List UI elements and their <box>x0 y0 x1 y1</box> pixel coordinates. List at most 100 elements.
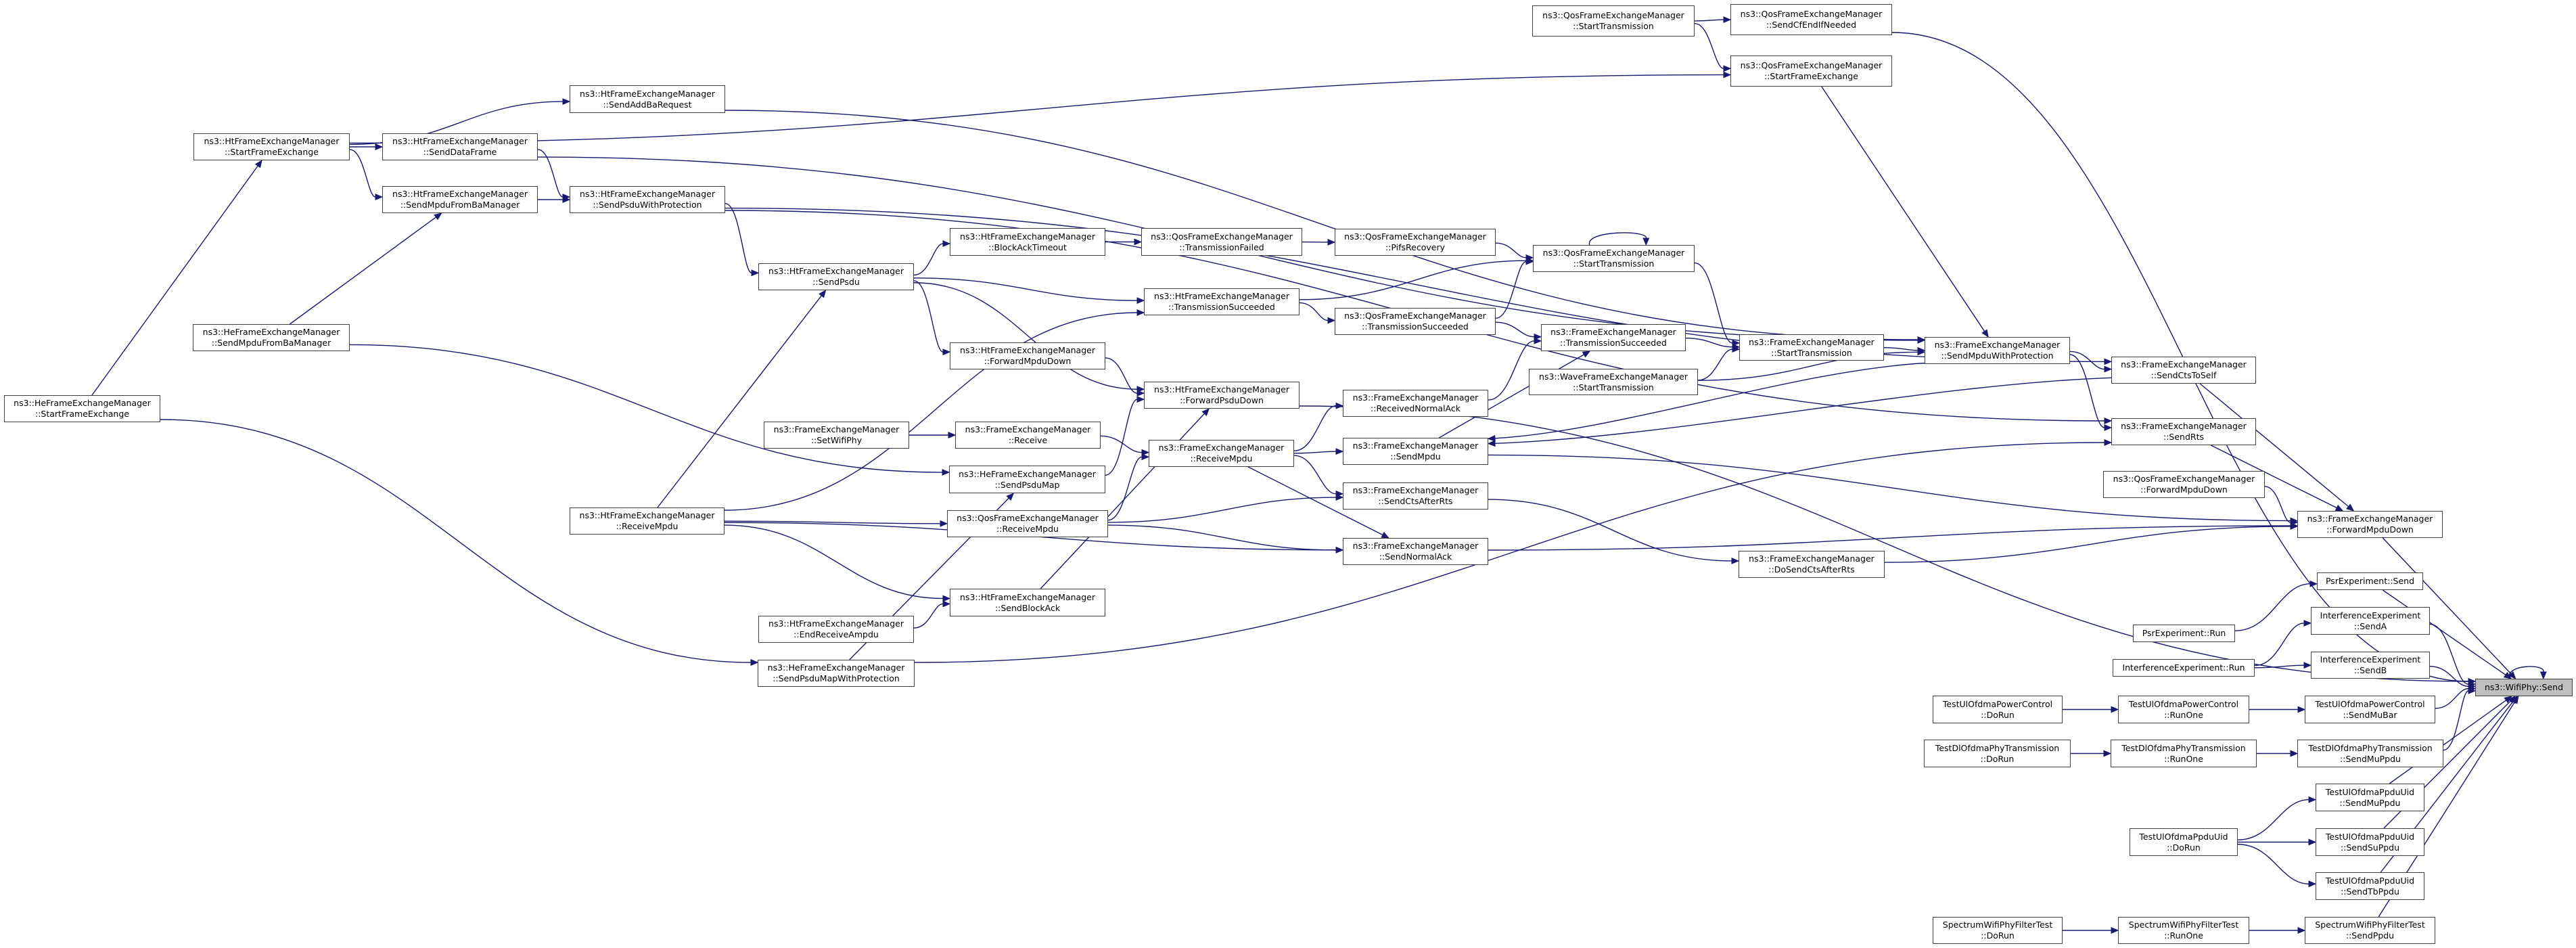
graph-node-send-cf-end-if-needed[interactable]: ns3::QosFrameExchangeManager::SendCfEndI… <box>1730 4 1892 35</box>
graph-node-uid-send-tb-ppdu[interactable]: TestUlOfdmaPpduUid::SendTbPpdu <box>2316 872 2424 900</box>
node-label-line: ns3::HtFrameExchangeManager <box>960 345 1095 355</box>
node-label-line: TestDlOfdmaPhyTransmission <box>2308 742 2433 753</box>
graph-node-ie-send-b[interactable]: InterferenceExperiment::SendB <box>2311 652 2430 679</box>
graph-node-dl-send-mu-ppdu[interactable]: TestDlOfdmaPhyTransmission::SendMuPpdu <box>2297 740 2443 767</box>
graph-node-qos-start-transmission-top[interactable]: ns3::QosFrameExchangeManager::StartTrans… <box>1532 5 1695 37</box>
node-label-line: ns3::QosFrameExchangeManager <box>1740 60 1883 70</box>
graph-node-ul-pc-do-run[interactable]: TestUlOfdmaPowerControl::DoRun <box>1933 696 2063 723</box>
graph-node-end-receive-ampdu[interactable]: ns3::HtFrameExchangeManager::EndReceiveA… <box>758 616 914 643</box>
arrowhead-icon <box>1534 337 1542 344</box>
graph-node-fem-start-transmission[interactable]: ns3::FrameExchangeManager::StartTransmis… <box>1739 334 1884 361</box>
arrowhead-icon <box>940 520 948 527</box>
graph-node-received-normal-ack[interactable]: ns3::FrameExchangeManager::ReceivedNorma… <box>1343 390 1488 417</box>
graph-node-send-add-ba-request[interactable]: ns3::HtFrameExchangeManager::SendAddBaRe… <box>570 85 725 113</box>
node-label-line: ::StartFrameExchange <box>225 147 319 157</box>
graph-node-fem-receive[interactable]: ns3::FrameExchangeManager::Receive <box>955 422 1101 449</box>
graph-node-he-start-frame-exchange[interactable]: ns3::HeFrameExchangeManager::StartFrameE… <box>4 395 160 422</box>
arrowhead-icon <box>2308 880 2317 888</box>
graph-node-forward-psdu-down[interactable]: ns3::HtFrameExchangeManager::ForwardPsdu… <box>1144 382 1300 409</box>
node-label-line: ::TransmissionSucceeded <box>1560 338 1667 348</box>
edge-uid-do-run-to-uid-send-tb-ppdu <box>2237 844 2309 884</box>
arrowhead-icon <box>2103 750 2112 757</box>
node-label-line: ::SendBlockAck <box>994 602 1061 613</box>
graph-node-do-send-cts-after-rts[interactable]: ns3::FrameExchangeManager::DoSendCtsAfte… <box>1739 551 1885 578</box>
graph-node-ht-forward-mpdu-down[interactable]: ns3::HtFrameExchangeManager::ForwardMpdu… <box>950 342 1105 369</box>
graph-node-transmission-failed[interactable]: ns3::QosFrameExchangeManager::Transmissi… <box>1141 228 1302 256</box>
graph-node-ie-send-a[interactable]: InterferenceExperiment::SendA <box>2311 607 2430 635</box>
graph-node-uid-send-mu-ppdu[interactable]: TestUlOfdmaPpduUid::SendMuPpdu <box>2316 784 2424 811</box>
edge-send-mpdu-to-fem-forward-mpdu-down <box>1488 454 2291 522</box>
node-label-line: ns3::HtFrameExchangeManager <box>768 618 904 629</box>
graph-node-pifs-recovery[interactable]: ns3::QosFrameExchangeManager::PifsRecove… <box>1335 229 1496 256</box>
node-label-line: ::SendSuPpdu <box>2340 842 2400 853</box>
graph-node-fem-forward-mpdu-down[interactable]: ns3::FrameExchangeManager::ForwardMpduDo… <box>2297 511 2443 538</box>
graph-node-ul-pc-send-mu-bar[interactable]: TestUlOfdmaPowerControl::SendMuBar <box>2305 696 2435 723</box>
graph-node-qos-forward-mpdu-down[interactable]: ns3::QosFrameExchangeManager::ForwardMpd… <box>2103 471 2265 498</box>
node-label-line: ::TransmissionFailed <box>1179 242 1264 252</box>
node-label-line: ns3::HtFrameExchangeManager <box>204 136 340 146</box>
graph-node-send-cts-to-self[interactable]: ns3::FrameExchangeManager::SendCtsToSelf <box>2111 357 2256 384</box>
node-label-line: ::SendAddBaRequest <box>603 99 692 110</box>
graph-node-ul-pc-run-one[interactable]: TestUlOfdmaPowerControl::RunOne <box>2118 696 2249 723</box>
graph-node-qos-receive-mpdu[interactable]: ns3::QosFrameExchangeManager::ReceiveMpd… <box>947 510 1108 537</box>
node-label-line: ::ForwardMpduDown <box>984 356 1072 366</box>
graph-node-ht-receive-mpdu[interactable]: ns3::HtFrameExchangeManager::ReceiveMpdu <box>570 507 724 535</box>
graph-node-send-psdu[interactable]: ns3::HtFrameExchangeManager::SendPsdu <box>758 263 914 290</box>
graph-node-send-mpdu[interactable]: ns3::FrameExchangeManager::SendMpdu <box>1343 438 1488 465</box>
graph-node-dl-run-one[interactable]: TestDlOfdmaPhyTransmission::RunOne <box>2111 740 2257 767</box>
graph-node-ie-run[interactable]: InterferenceExperiment::Run <box>2113 659 2255 677</box>
graph-node-fem-receive-mpdu[interactable]: ns3::FrameExchangeManager::ReceiveMpdu <box>1149 440 1294 467</box>
edge-qos-forward-mpdu-down-to-fem-forward-mpdu-down <box>2264 486 2291 523</box>
graph-node-send-psdu-map[interactable]: ns3::HeFrameExchangeManager::SendPsduMap <box>949 466 1105 493</box>
graph-node-send-block-ack[interactable]: ns3::HtFrameExchangeManager::SendBlockAc… <box>950 589 1105 616</box>
edge-do-send-cts-after-rts-to-fem-forward-mpdu-down <box>1884 526 2291 563</box>
arrowhead-icon <box>1327 239 1336 246</box>
edge-ul-pc-send-mu-bar-to-send <box>2435 687 2469 709</box>
node-label-line: TestUlOfdmaPpduUid <box>2325 831 2415 842</box>
graph-node-send-psdu-with-protection[interactable]: ns3::HtFrameExchangeManager::SendPsduWit… <box>570 186 725 213</box>
graph-node-dl-do-run[interactable]: TestDlOfdmaPhyTransmission::DoRun <box>1924 740 2071 767</box>
graph-node-spec-do-run[interactable]: SpectrumWifiPhyFilterTest::DoRun <box>1933 917 2063 944</box>
arrowhead-icon <box>434 212 442 221</box>
graph-node-send-mpdu-with-protection[interactable]: ns3::FrameExchangeManager::SendMpduWithP… <box>1925 337 2070 364</box>
graph-node-qos-start-transmission[interactable]: ns3::QosFrameExchangeManager::StartTrans… <box>1533 245 1695 272</box>
graph-node-send-psdu-map-with-protection[interactable]: ns3::HeFrameExchangeManager::SendPsduMap… <box>758 660 915 687</box>
graph-node-psr-send[interactable]: PsrExperiment::Send <box>2317 572 2423 590</box>
node-label-line: ::PifsRecovery <box>1385 242 1446 252</box>
edge-pifs-recovery-to-qos-start-transmission <box>1495 242 1527 258</box>
edge-send-psdu-to-ht-transmission-succeeded <box>913 277 1138 301</box>
node-label-line: TestUlOfdmaPowerControl <box>1942 698 2053 709</box>
graph-node-qos-transmission-succeeded[interactable]: ns3::QosFrameExchangeManager::Transmissi… <box>1335 308 1496 335</box>
arrowhead-icon <box>1136 297 1145 304</box>
graph-node-spec-send-ppdu[interactable]: SpectrumWifiPhyFilterTest::SendPpdu <box>2305 917 2435 944</box>
graph-node-ht-send-mpdu-from-ba-manager[interactable]: ns3::HtFrameExchangeManager::SendMpduFro… <box>382 186 538 213</box>
graph-node-send-normal-ack[interactable]: ns3::FrameExchangeManager::SendNormalAck <box>1343 538 1488 565</box>
arrowhead-icon <box>1006 493 1015 501</box>
graph-node-uid-do-run[interactable]: TestUlOfdmaPpduUid::DoRun <box>2130 828 2238 856</box>
graph-node-set-wifi-phy[interactable]: ns3::FrameExchangeManager::SetWifiPhy <box>764 422 909 449</box>
graph-node-psr-run[interactable]: PsrExperiment::Run <box>2133 625 2235 642</box>
edge-he-start-frame-exchange-to-ht-start-frame-exchange <box>91 165 258 396</box>
node-label-line: ::RunOne <box>2164 709 2203 720</box>
graph-node-qos-start-frame-exchange[interactable]: ns3::QosFrameExchangeManager::StartFrame… <box>1730 55 1892 87</box>
graph-node-spec-run-one[interactable]: SpectrumWifiPhyFilterTest::RunOne <box>2118 917 2249 944</box>
edge-fem-receive-mpdu-to-send-cts-after-rts <box>1293 455 1337 495</box>
graph-node-wave-start-transmission[interactable]: ns3::WaveFrameExchangeManager::StartTran… <box>1529 369 1698 395</box>
graph-node-send-rts[interactable]: ns3::FrameExchangeManager::SendRts <box>2111 418 2256 445</box>
edge-he-send-mpdu-from-ba-manager-to-ht-send-mpdu-from-ba-manager <box>289 217 436 325</box>
graph-node-block-ack-timeout[interactable]: ns3::HtFrameExchangeManager::BlockAckTim… <box>950 228 1105 256</box>
arrowhead-icon <box>1136 386 1145 393</box>
graph-node-ht-transmission-succeeded[interactable]: ns3::HtFrameExchangeManager::Transmissio… <box>1144 288 1300 315</box>
edge-qos-receive-mpdu-to-fem-receive-mpdu <box>1107 456 1143 521</box>
node-label-line: ::DoRun <box>1981 709 2015 720</box>
node-label-line: ns3::QosFrameExchangeManager <box>2113 474 2255 484</box>
graph-node-send-data-frame[interactable]: ns3::HtFrameExchangeManager::SendDataFra… <box>382 133 538 160</box>
node-label-line: ::SendPpdu <box>2345 930 2395 941</box>
graph-node-fem-transmission-succeeded[interactable]: ns3::FrameExchangeManager::TransmissionS… <box>1541 324 1686 351</box>
node-label-line: InterferenceExperiment::Run <box>2122 662 2245 673</box>
graph-node-send-cts-after-rts[interactable]: ns3::FrameExchangeManager::SendCtsAfterR… <box>1343 482 1488 510</box>
graph-node-he-send-mpdu-from-ba-manager[interactable]: ns3::HeFrameExchangeManager::SendMpduFro… <box>193 324 350 351</box>
edge-send-mpdu-with-protection-to-send-rts <box>2069 354 2105 428</box>
graph-node-uid-send-su-ppdu[interactable]: TestUlOfdmaPpduUid::SendSuPpdu <box>2316 828 2424 856</box>
graph-node-ht-start-frame-exchange[interactable]: ns3::HtFrameExchangeManager::StartFrameE… <box>193 133 350 160</box>
